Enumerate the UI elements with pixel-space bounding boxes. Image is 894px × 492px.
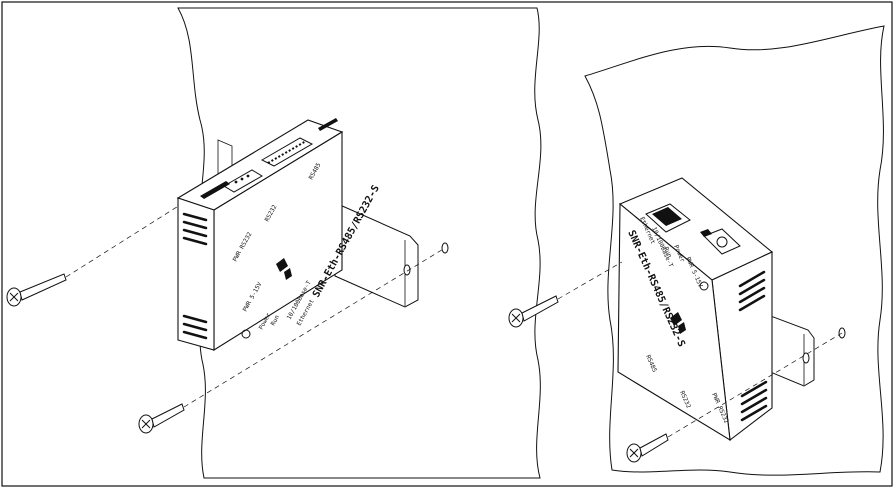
left-mounting-bracket [217, 139, 419, 308]
left-screw-upper [6, 204, 181, 307]
right-scene: SNR-Eth-RS485/RS232-S Ethernet 10/100Bas… [508, 25, 885, 476]
left-screw-lower [138, 247, 446, 434]
right-screw-upper [508, 261, 623, 328]
left-scene: SNR-Eth-RS485/RS232-S PWR RS232 RS232 RS… [6, 7, 542, 479]
right-label-run: Run [662, 246, 673, 259]
left-wall-hole [441, 242, 449, 254]
left-power-jack-icon [241, 329, 251, 339]
left-label-run: Run [270, 314, 282, 327]
right-screw-lower [626, 332, 843, 463]
right-power-jack-icon [699, 281, 709, 291]
right-device-box: SNR-Eth-RS485/RS232-S Ethernet 10/100Bas… [617, 177, 774, 442]
